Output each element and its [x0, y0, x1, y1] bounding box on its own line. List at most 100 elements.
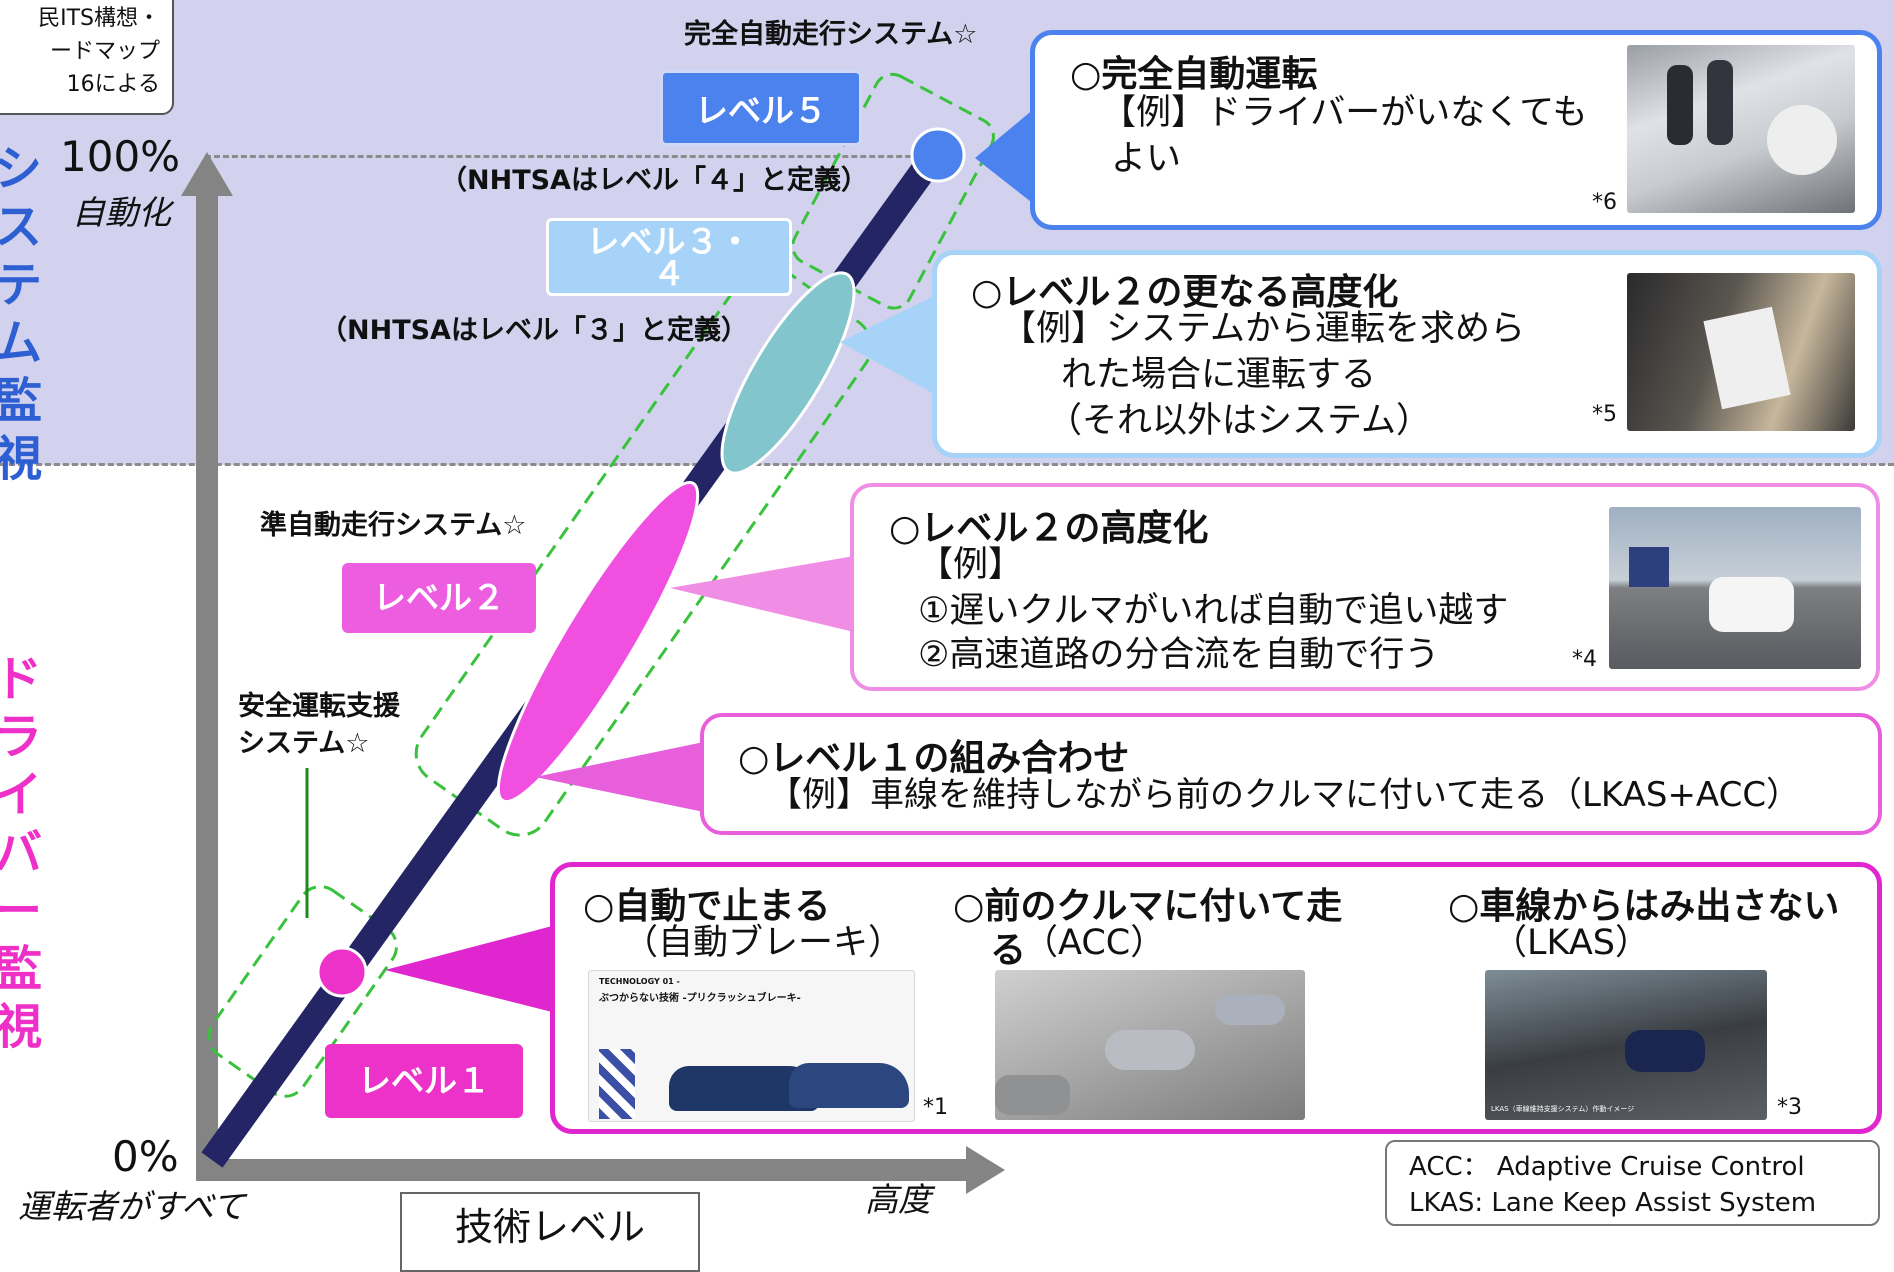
- glossary-box: ACC： Adaptive Cruise Control LKAS: Lane …: [1385, 1140, 1880, 1226]
- side-char: テ: [0, 257, 43, 313]
- full-auto-system-label: 完全自動走行システム☆: [684, 19, 978, 50]
- source-note-line: ードマップ: [49, 39, 160, 64]
- photo-newspaper: [1703, 306, 1791, 410]
- level1-combo-line1: 【例】車線を維持しながら前のクルマに付いて走る（LKAS+ACC）: [768, 775, 1801, 815]
- x-axis-arrowhead: [966, 1146, 1005, 1194]
- side-char: 監: [0, 373, 43, 429]
- brake-title: ○自動で止まる: [583, 886, 831, 927]
- level2-note: *4: [1572, 647, 1597, 672]
- side-char: ド: [0, 651, 43, 707]
- photo-dark-car: [1625, 1030, 1705, 1072]
- level1-combo-title: ○レベル１の組み合わせ: [738, 738, 1130, 779]
- level2-plus-title: ○レベル２の更なる高度化: [971, 272, 1399, 313]
- full-automation-guide-line: [205, 155, 965, 158]
- photo-silver-car: [1105, 1030, 1195, 1070]
- callout-level2-plus: ○レベル２の更なる高度化 【例】システムから運転を求めら れた場合に運転する （…: [932, 250, 1882, 458]
- x-axis-label: 高度: [865, 1180, 931, 1219]
- side-char: ラ: [0, 709, 43, 765]
- photo-truck: [1629, 547, 1669, 587]
- photo-driver-reading: [1627, 273, 1855, 431]
- level2-line2: ①遅いクルマがいれば自動で追い越す: [918, 591, 1509, 631]
- side-char: ム: [0, 315, 43, 371]
- level2-line1: 【例】: [918, 545, 1024, 585]
- level2-line3: ②高速道路の分合流を自動で行う: [918, 635, 1440, 675]
- semi-auto-system-label: 準自動走行システム☆: [260, 510, 527, 541]
- source-note-line: 16による: [66, 72, 160, 97]
- safety-dashed-group: [207, 885, 398, 1098]
- y-axis-top-percent: 100%: [60, 132, 181, 181]
- level34-ellipse: [720, 271, 856, 475]
- acc-title-wrap: る: [990, 930, 1027, 971]
- level2-badge: レベル２: [342, 563, 536, 633]
- nhtsa-level3-note: （NHTSAはレベル「３」と定義）: [320, 315, 748, 346]
- photo-highway-overtake: [1609, 507, 1861, 669]
- full-auto-line2: よい: [1111, 139, 1182, 179]
- photo-blue-car: [789, 1063, 909, 1108]
- side-char: 視: [0, 999, 43, 1055]
- lkas-note: *3: [1777, 1095, 1802, 1120]
- lkas-subtitle: （LKAS）: [1492, 923, 1650, 963]
- callout-full-automation: ○完全自動運転 【例】ドライバーがいなくても よい *6: [1030, 30, 1882, 230]
- brake-ad-caption: TECHNOLOGY 01 -: [599, 977, 680, 986]
- level2-plus-note: *5: [1592, 402, 1617, 427]
- safety-support-system-label: 安全運転支援 システム☆: [238, 688, 400, 762]
- driver-monitoring-label: ド ラ イ バ ー 監 視: [0, 650, 43, 1056]
- pointer-level1: [385, 925, 556, 1013]
- pointer-level2: [670, 556, 854, 632]
- side-char: ー: [0, 883, 43, 939]
- level34-line1: レベル３・: [586, 222, 752, 261]
- full-auto-note: *6: [1592, 190, 1617, 215]
- tech-level-box: 技術レベル: [400, 1192, 700, 1272]
- level5-badge: レベル５: [660, 70, 862, 146]
- monitoring-divider: [0, 463, 1894, 466]
- brake-subtitle: （自動ブレーキ）: [623, 923, 904, 963]
- side-char: バ: [0, 825, 43, 881]
- pointer-level1-combo: [535, 742, 704, 812]
- side-char: ス: [0, 199, 43, 255]
- level2-plus-line2: れた場合に運転する: [1061, 355, 1377, 395]
- full-auto-line1: 【例】ドライバーがいなくても: [1101, 93, 1588, 133]
- acc-subtitle: （ACC）: [1023, 923, 1166, 963]
- y-axis-top-label: 自動化: [72, 193, 171, 232]
- level1-marker: [316, 946, 368, 998]
- photo-seat: [1767, 105, 1837, 175]
- glossary-acc: ACC： Adaptive Cruise Control: [1409, 1152, 1805, 1182]
- level2-plus-line1: 【例】システムから運転を求めら: [1001, 309, 1525, 349]
- photo-white-car: [1709, 577, 1794, 632]
- lkas-photo-caption: LKAS（車線維持支援システム）作動イメージ: [1491, 1105, 1635, 1113]
- photo-autonomous-lounge: [1627, 45, 1855, 213]
- safety-label-line2: システム☆: [238, 728, 370, 759]
- y-axis-arrowhead: [181, 152, 233, 196]
- photo-auto-brake-ad: TECHNOLOGY 01 - ぶつからない技術 -プリクラッシュブレーキ-: [588, 970, 915, 1122]
- level34-line2: ４: [652, 254, 686, 293]
- x-axis: [196, 1159, 976, 1181]
- photo-checker-board: [599, 1049, 635, 1119]
- level2-ellipse: [496, 480, 700, 804]
- acc-title: ○前のクルマに付いて走: [953, 886, 1343, 927]
- lkas-title: ○車線からはみ出さない: [1448, 886, 1840, 927]
- glossary-lkas: LKAS: Lane Keep Assist System: [1409, 1188, 1817, 1218]
- level34-badge: レベル３・ ４: [546, 218, 792, 296]
- side-char: 監: [0, 941, 43, 997]
- photo-person: [1667, 65, 1693, 145]
- photo-silver-car: [1215, 995, 1285, 1025]
- side-char: イ: [0, 767, 43, 823]
- photo-lkas-car: LKAS（車線維持支援システム）作動イメージ: [1485, 970, 1767, 1120]
- side-char: シ: [0, 141, 43, 197]
- brake-ad-headline: ぶつからない技術 -プリクラッシュブレーキ-: [599, 993, 801, 1004]
- photo-silver-car: [995, 1075, 1070, 1115]
- y-axis: [196, 180, 218, 1180]
- safety-label-line1: 安全運転支援: [238, 691, 400, 722]
- y-axis-bottom-percent: 0%: [112, 1132, 179, 1181]
- callout-level1: ○自動で止まる （自動ブレーキ） TECHNOLOGY 01 - ぶつからない技…: [550, 862, 1882, 1134]
- level1-badge: レベル１: [325, 1044, 523, 1118]
- side-char: 視: [0, 431, 43, 487]
- level2-plus-line3: （それ以外はシステム）: [1047, 401, 1431, 441]
- pointer-full-auto: [975, 108, 1035, 205]
- source-note-line: 民ITS構想・: [38, 6, 160, 31]
- photo-acc-cars: [995, 970, 1305, 1120]
- system-monitoring-label: シ ス テ ム 監 視: [0, 140, 43, 488]
- y-axis-bottom-label: 運転者がすべて: [18, 1187, 246, 1226]
- callout-level1-combo: ○レベル１の組み合わせ 【例】車線を維持しながら前のクルマに付いて走る（LKAS…: [700, 713, 1882, 835]
